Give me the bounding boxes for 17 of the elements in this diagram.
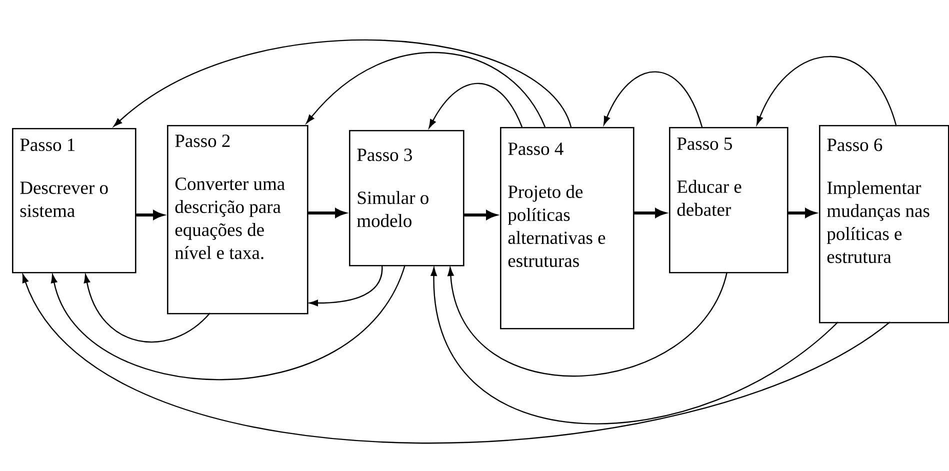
arrow: [51, 264, 406, 380]
arrow: [309, 264, 383, 306]
process-box: Passo 1 Descrever o sistema: [12, 128, 136, 274]
arrow: [604, 71, 703, 128]
arrow: [22, 274, 890, 444]
process-box: Passo 6 Implementar mudanças nas políticas e estrutura: [819, 125, 949, 324]
process-box: Passo 4 Projeto de políticas alternativas e estruturas: [500, 127, 634, 330]
arrow: [84, 274, 210, 343]
arrow: [306, 52, 546, 128]
arrow: [756, 56, 897, 126]
arrow: [430, 267, 838, 424]
process-box: Passo 2 Converter uma descrição para equações de nível e taxa.: [167, 125, 308, 314]
arrow: [448, 267, 728, 376]
process-box: Passo 5 Educar e debater: [669, 127, 788, 274]
process-box: Passo 3 Simular o modelo: [349, 130, 464, 266]
arrow: [114, 40, 572, 128]
arrow: [428, 82, 523, 128]
